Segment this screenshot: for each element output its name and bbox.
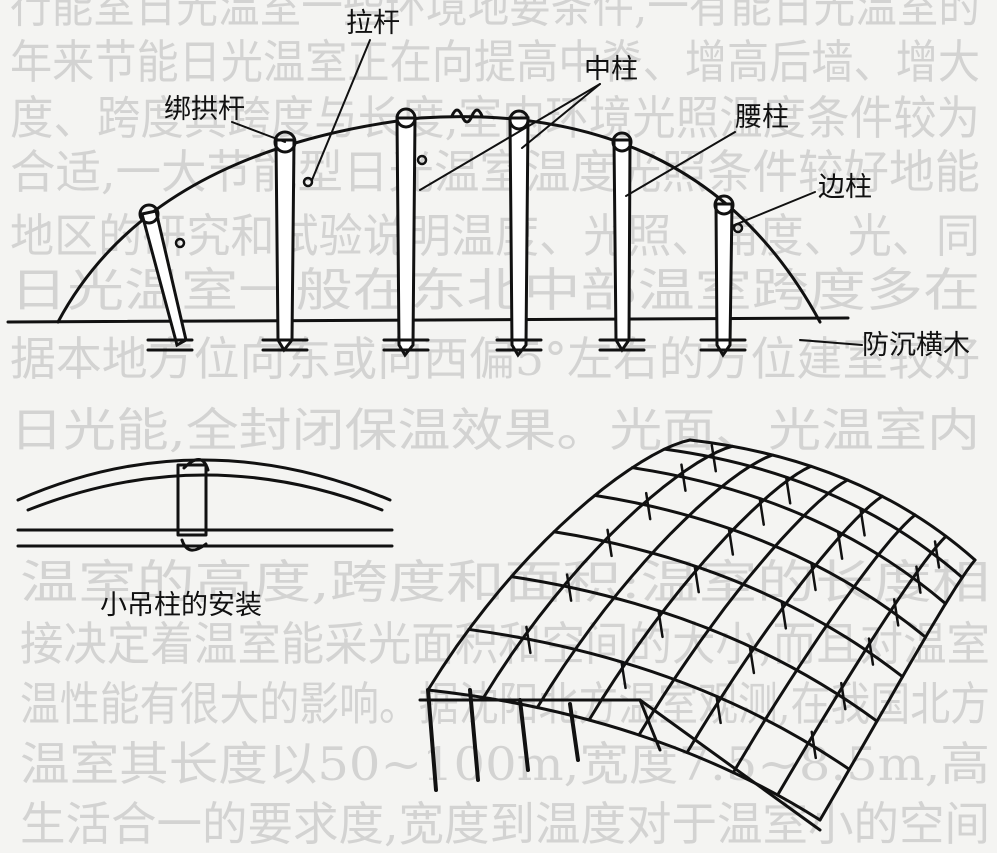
pull-rod (731, 513, 917, 774)
center-column-right (508, 109, 530, 358)
small-hanging-column (680, 463, 687, 492)
background-text-line: 日光温室一般在东北中部温室跨度多在 (10, 263, 980, 317)
callouts: 拉杆 中柱 绑拱杆 腰柱 边柱 防沉横木 (164, 8, 970, 361)
anti-sink-beams (146, 338, 747, 352)
small-hanging-column (810, 730, 818, 760)
background-text-line: 合适,一大节能型日光温室温度光照条件较好地能 (10, 145, 980, 199)
ground-line (6, 316, 850, 324)
background-text-line: 行能室日光温室一些环境地要条件,一有能日光温室的 (10, 0, 980, 33)
small-hanging-column (715, 695, 722, 725)
frame-ground-line (638, 698, 662, 752)
pull-rod (482, 444, 734, 699)
small-hanging-column (784, 476, 792, 505)
pull-rod (637, 478, 849, 737)
small-hanging-column (933, 540, 941, 569)
center-column-left (395, 107, 428, 358)
frame-post (568, 702, 580, 762)
arch-cross-section (6, 107, 850, 358)
background-text: 行能室日光温室一些环境地要条件,一有能日光温室的年来节能日光温室正在向提高中脊、… (10, 0, 990, 851)
small-hanging-column (758, 497, 766, 526)
label-pull-rod: 拉杆 (346, 8, 400, 39)
waist-column-left (273, 130, 314, 353)
small-hanging-column (727, 527, 735, 556)
small-hanging-column (710, 443, 718, 473)
label-side-column: 边柱 (818, 172, 872, 203)
tie-wire (450, 108, 484, 124)
small-hanging-column (525, 625, 532, 655)
small-hanging-column (748, 645, 756, 675)
small-hanging-column (693, 564, 700, 594)
label-small-hanging-column: 小吊柱的安装 (100, 590, 262, 621)
small-hanging-column (836, 531, 844, 560)
pull-rod (535, 453, 774, 709)
background-text-line: 温性能有很大的影响。据沈阳北方温室观测,在我国北方 (20, 677, 990, 731)
arch-bar (688, 438, 977, 562)
frame-post (468, 688, 480, 782)
small-hanging-column (606, 528, 613, 558)
small-hanging-column (657, 609, 664, 639)
small-hanging-column-detail: 小吊柱的安装 (16, 458, 394, 621)
background-text-line: 生活合一的要求度,宽度到温度对于温室小的空间 (20, 797, 990, 851)
small-hanging-column (915, 565, 922, 594)
small-hanging-column (867, 637, 875, 666)
small-hanging-column (810, 562, 817, 592)
background-text-line: 温室其长度以50~100m,宽度7.5~8.5m,高 (20, 737, 990, 791)
small-hanging-column (780, 601, 788, 630)
pull-rod (426, 438, 692, 692)
small-hanging-column (859, 508, 866, 537)
small-hanging-column (620, 660, 627, 690)
small-hanging-column (892, 598, 900, 627)
greenhouse-frame-perspective (418, 438, 977, 832)
small-hanging-column (840, 681, 847, 711)
background-text-line: 年来节能日光温室正在向提高中脊、增高后墙、增大 (10, 35, 980, 89)
frame-post (426, 688, 438, 792)
small-hanging-column (644, 491, 652, 521)
label-arch-tie: 绑拱杆 (164, 94, 245, 125)
waist-column-right (611, 131, 633, 353)
label-center-column: 中柱 (584, 54, 638, 85)
frame-post (518, 698, 530, 772)
background-text-line: 地区的研究和试验说明温度、光照、角度、光、同 (10, 209, 980, 263)
label-anti-sink-beam: 防沉横木 (862, 330, 970, 361)
small-hanging-column (565, 573, 573, 602)
label-waist-column: 腰柱 (735, 102, 789, 133)
pull-rod (818, 558, 977, 822)
background-text-line: 日光能,全封闭保温效果。光面、光温室内 (10, 403, 980, 457)
